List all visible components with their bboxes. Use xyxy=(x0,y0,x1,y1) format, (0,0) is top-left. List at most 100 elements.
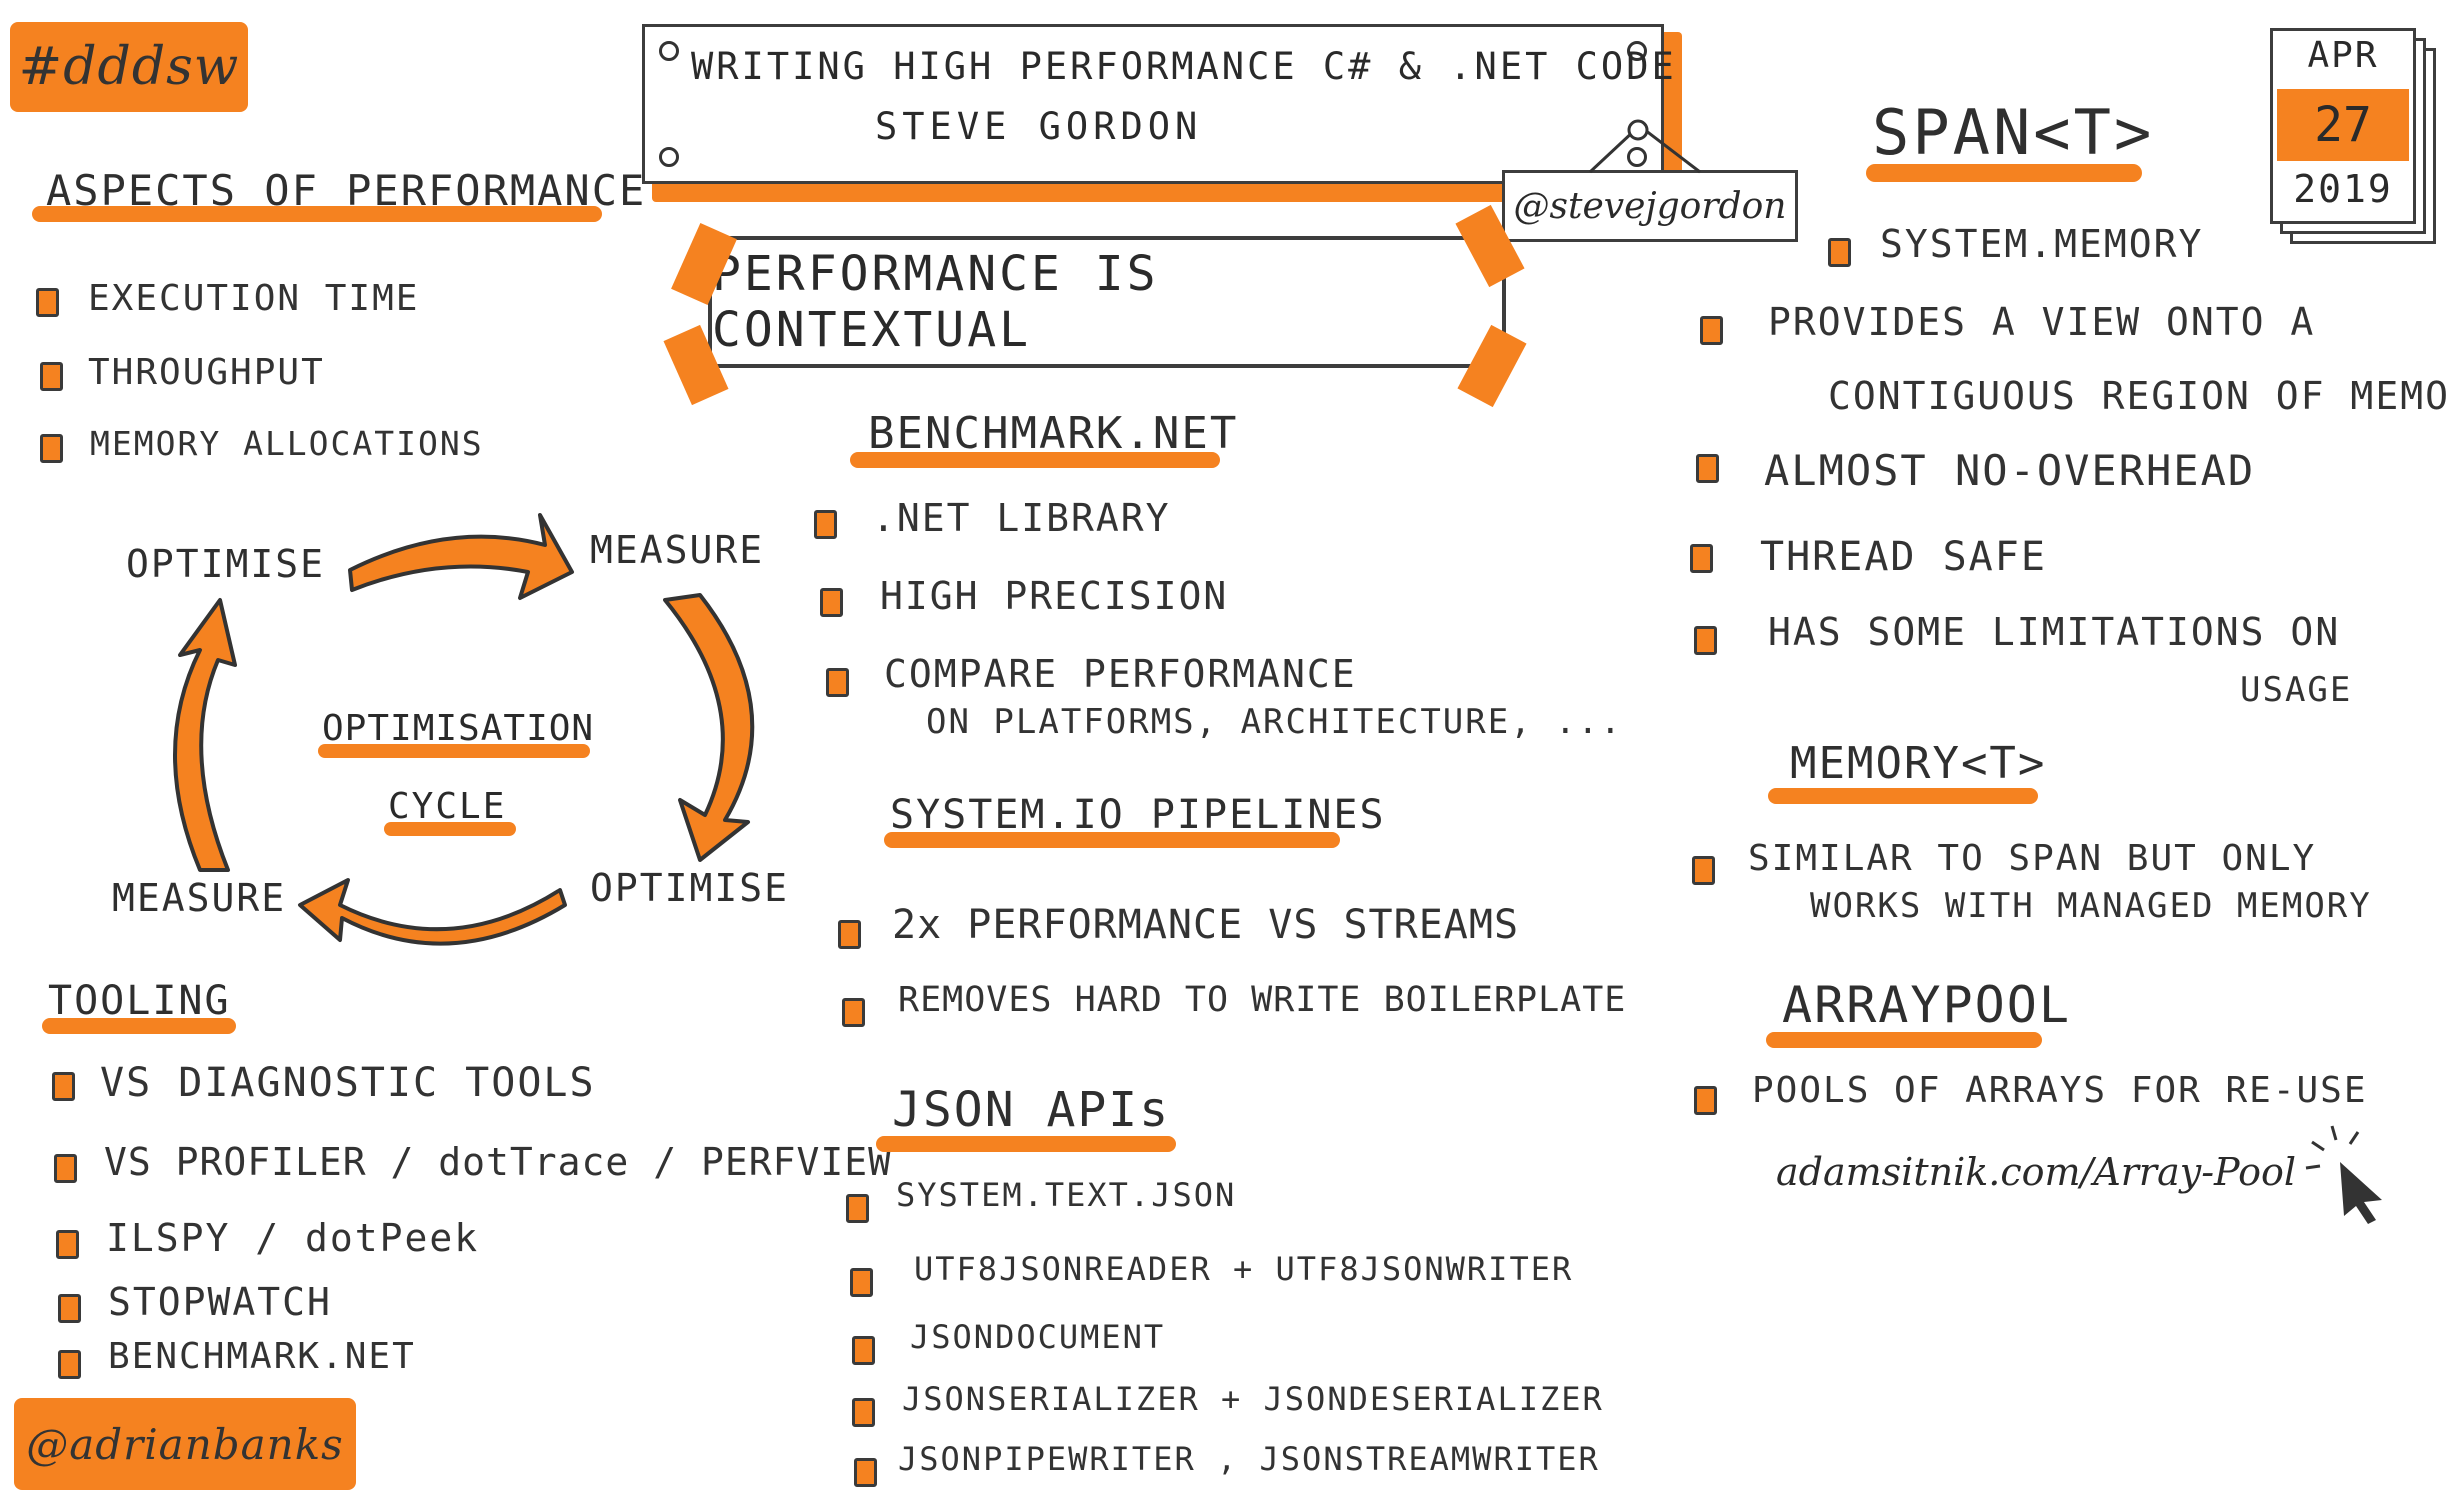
cycle-arrow-up-icon xyxy=(173,598,237,872)
bullet-icon xyxy=(850,1268,873,1297)
aspects-item: MEMORY ALLOCATIONS xyxy=(90,424,484,463)
cycle-arrow-down-icon xyxy=(663,593,755,862)
bullet-icon xyxy=(1828,238,1851,267)
pipelines-heading: SYSTEM.IO PIPELINES xyxy=(890,792,1386,838)
tooling-item: VS DIAGNOSTIC TOOLS xyxy=(100,1060,596,1106)
cycle-title-highlight xyxy=(318,744,590,758)
benchmark-heading-highlight xyxy=(850,452,1220,468)
pipelines-item: 2x PERFORMANCE VS STREAMS xyxy=(892,902,1520,948)
screw-icon xyxy=(659,147,679,167)
span-item: THREAD SAFE xyxy=(1760,534,2047,580)
cycle-label-measure-bottom: MEASURE xyxy=(112,876,287,920)
span-item: CONTIGUOUS REGION OF MEMORY xyxy=(1828,374,2449,418)
cycle-arrow-right-icon xyxy=(348,513,574,600)
author-handle-tag: @adrianbanks xyxy=(14,1398,356,1490)
tooling-item: STOPWATCH xyxy=(108,1280,332,1324)
arraypool-heading: ARRAYPOOL xyxy=(1782,976,2071,1034)
json-item: JSONDOCUMENT xyxy=(910,1318,1166,1356)
benchmark-heading: BENCHMARK.NET xyxy=(868,408,1239,459)
calendar-year: 2019 xyxy=(2293,167,2393,211)
arraypool-link[interactable]: adamsitnik.com/Array-Pool xyxy=(1776,1150,2296,1194)
span-item: USAGE xyxy=(2240,670,2353,710)
bullet-icon xyxy=(852,1336,875,1365)
bullet-icon xyxy=(58,1294,81,1323)
cycle-label-optimise-top: OPTIMISE xyxy=(126,542,326,586)
tape-icon xyxy=(1455,204,1525,288)
bullet-icon xyxy=(52,1072,75,1101)
span-item: PROVIDES A VIEW ONTO A xyxy=(1768,300,2316,344)
connector-pin-icon xyxy=(1627,119,1649,141)
benchmark-item: .NET LIBRARY xyxy=(872,496,1171,540)
arraypool-heading-highlight xyxy=(1766,1032,2042,1048)
screw-icon xyxy=(659,41,679,61)
bullet-icon xyxy=(838,920,861,949)
span-heading-highlight xyxy=(1866,164,2142,182)
tape-icon xyxy=(663,324,729,406)
span-item: SYSTEM.MEMORY xyxy=(1880,222,2204,266)
bullet-icon xyxy=(820,588,843,617)
bullet-icon xyxy=(56,1230,79,1259)
author-handle-text: @adrianbanks xyxy=(26,1419,344,1469)
pipelines-heading-highlight xyxy=(884,832,1340,848)
hashtag-tag: #dddsw xyxy=(10,22,248,112)
cycle-label-optimise-bottom: OPTIMISE xyxy=(590,866,790,910)
bullet-icon xyxy=(854,1458,877,1487)
cycle-title: OPTIMISATION xyxy=(322,708,595,749)
arraypool-item: POOLS OF ARRAYS FOR RE-USE xyxy=(1752,1070,2368,1111)
tooling-item: VS PROFILER / dotTrace / PERFVIEW xyxy=(104,1140,892,1184)
span-item: ALMOST NO-OVERHEAD xyxy=(1764,446,2256,495)
tooling-heading: TOOLING xyxy=(48,978,231,1024)
json-item: JSONPIPEWRITER , JSONSTREAMWRITER xyxy=(898,1440,1600,1478)
benchmark-item: ON PLATFORMS, ARCHITECTURE, ... xyxy=(926,702,1623,742)
calendar-day: 27 xyxy=(2277,89,2409,161)
tooling-item: BENCHMARK.NET xyxy=(108,1336,416,1377)
benchmark-item: HIGH PRECISION xyxy=(880,574,1229,618)
tape-icon xyxy=(1457,324,1527,408)
json-heading: JSON APIs xyxy=(892,1082,1171,1138)
memory-item: WORKS WITH MANAGED MEMORY xyxy=(1810,886,2372,926)
json-item: UTF8JSONREADER + UTF8JSONWRITER xyxy=(914,1250,1574,1288)
speaker-name: STEVE GORDON xyxy=(875,105,1203,148)
aspects-item: THROUGHPUT xyxy=(88,352,325,393)
cycle-title-highlight xyxy=(384,822,516,836)
aspects-heading-highlight xyxy=(32,206,602,222)
connector-line xyxy=(1644,128,1701,174)
calendar-month: APR xyxy=(2307,35,2379,76)
bullet-icon xyxy=(842,998,865,1027)
cycle-title: CYCLE xyxy=(388,786,507,827)
tooling-item: ILSPY / dotPeek xyxy=(106,1216,480,1260)
title-box: WRITING HIGH PERFORMANCE C# & .NET CODE … xyxy=(642,24,1674,184)
pipelines-item: REMOVES HARD TO WRITE BOILERPLATE xyxy=(898,980,1627,1020)
cycle-label-measure-top: MEASURE xyxy=(590,528,765,572)
memory-heading: MEMORY<T> xyxy=(1790,738,2047,789)
screw-icon xyxy=(1627,41,1647,61)
calendar-front-page: APR 27 2019 xyxy=(2270,28,2416,224)
aspects-heading: ASPECTS OF PERFORMANCE xyxy=(46,166,647,215)
bullet-icon xyxy=(54,1154,77,1183)
bullet-icon xyxy=(40,362,63,391)
tape-icon xyxy=(671,222,737,306)
cycle-arrow-left-icon xyxy=(298,878,567,946)
memory-heading-highlight xyxy=(1768,788,2038,804)
cursor-click-icon xyxy=(2305,1125,2382,1224)
bullet-icon xyxy=(1696,454,1719,483)
connector-line xyxy=(1588,128,1637,174)
bullet-icon xyxy=(1690,544,1713,573)
span-item: HAS SOME LIMITATIONS ON xyxy=(1768,610,2341,654)
bullet-icon xyxy=(40,434,63,463)
bullet-icon xyxy=(1694,1086,1717,1115)
json-item: JSONSERIALIZER + JSONDESERIALIZER xyxy=(902,1380,1604,1418)
bullet-icon xyxy=(58,1350,81,1379)
bullet-icon xyxy=(852,1398,875,1427)
memory-item: SIMILAR TO SPAN BUT ONLY xyxy=(1748,838,2317,879)
json-heading-highlight xyxy=(876,1136,1176,1152)
bullet-icon xyxy=(846,1194,869,1223)
talk-title: WRITING HIGH PERFORMANCE C# & .NET CODE xyxy=(691,45,1677,88)
tooling-heading-highlight xyxy=(42,1018,236,1034)
speaker-handle-box: @stevejgordon xyxy=(1502,170,1798,242)
performance-banner: PERFORMANCE IS CONTEXTUAL xyxy=(708,236,1506,368)
bullet-icon xyxy=(1692,856,1715,885)
bullet-icon xyxy=(814,510,837,539)
aspects-item: EXECUTION TIME xyxy=(88,278,420,319)
